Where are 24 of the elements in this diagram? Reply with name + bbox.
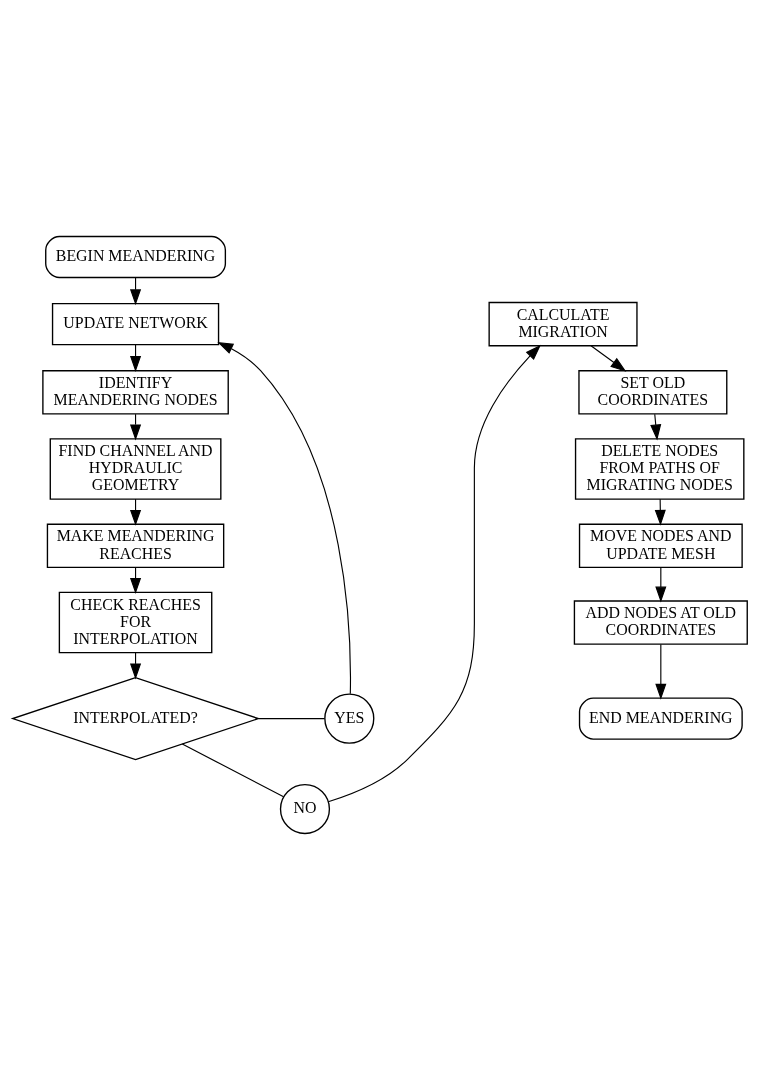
node-box: MAKE MEANDERING REACHES [46,523,225,569]
arrow [655,567,667,603]
node-box: FIND CHANNEL AND HYDRAULIC GEOMETRY [49,438,222,500]
arrow [327,344,541,803]
node-box: IDENTIFY MEANDERING NODES [42,370,229,415]
arrow [650,413,662,441]
node-diamond: INTERPOLATED? [10,676,261,761]
node-circle: YES [324,693,375,744]
arrow [590,345,627,372]
connector [181,743,285,798]
node-box: MOVE NODES AND UPDATE MESH [578,523,743,569]
arrow [654,498,666,526]
node-box: END MEANDERING [578,697,743,740]
node-box: CALCULATE MIGRATION [488,301,638,347]
node-circle: NO [279,783,331,835]
node-box: BEGIN MEANDERING [45,235,227,279]
node-box: SET OLD COORDINATES [578,370,728,415]
arrow [217,341,352,695]
connector [258,718,326,720]
arrow [655,643,667,700]
node-box: DELETE NODES FROM PATHS OF MIGRATING NODES [574,438,745,500]
node-box: ADD NODES AT OLD COORDINATES [573,600,748,645]
node-box: UPDATE NETWORK [51,302,220,346]
node-box: CHECK REACHES FOR INTERPOLATION [58,591,213,654]
